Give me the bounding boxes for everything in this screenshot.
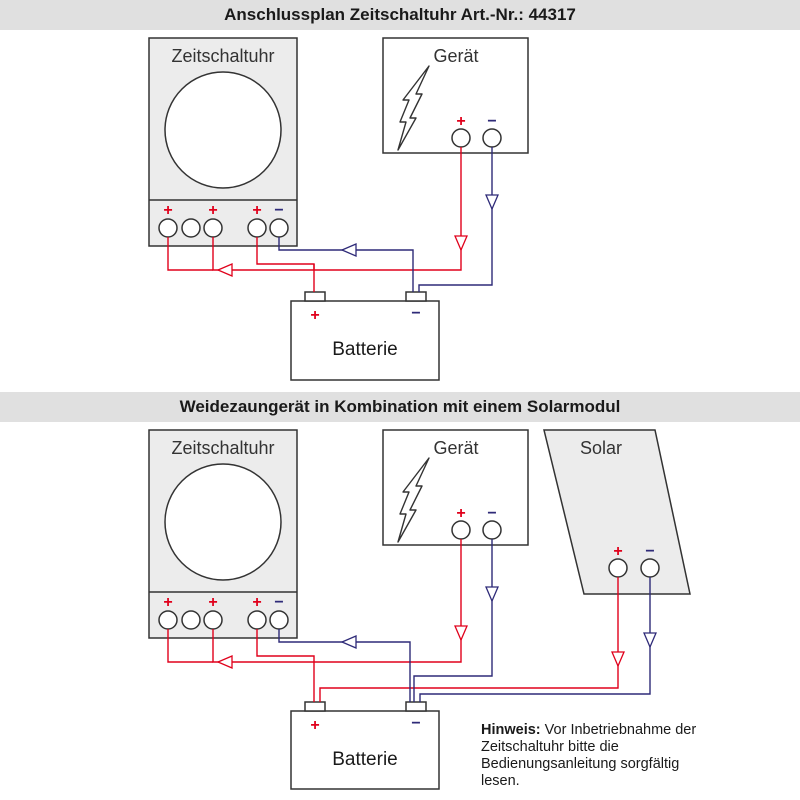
timer-terminal — [247, 218, 267, 238]
device-label: Gerät — [433, 46, 478, 66]
plus-sign: + — [208, 594, 217, 611]
diagram-1: Zeitschaltuhr + + + − Gerät + − + − Batt… — [148, 37, 529, 381]
timer-terminal — [269, 610, 289, 630]
timer-terminal — [203, 610, 223, 630]
timer-terminal — [158, 218, 178, 238]
device-terminal-plus — [451, 520, 471, 540]
timer-dial — [164, 463, 282, 581]
plus-sign: + — [456, 505, 465, 522]
plus-sign: + — [252, 594, 261, 611]
timer-terminal — [247, 610, 267, 630]
minus-sign: − — [274, 202, 283, 219]
battery-box — [290, 300, 440, 381]
timer-label: Zeitschaltuhr — [171, 438, 274, 458]
device-terminal-minus — [482, 520, 502, 540]
minus-sign: − — [274, 594, 283, 611]
plus-sign: + — [310, 307, 319, 324]
battery-label: Batterie — [332, 749, 397, 770]
solar-panel — [543, 429, 691, 595]
note-text: Hinweis: Vor Inbetriebnahme der Zeitscha… — [481, 722, 721, 790]
section-title-1: Anschlussplan Zeitschaltuhr Art.-Nr.: 44… — [0, 0, 800, 30]
solar-terminal-plus — [608, 558, 628, 578]
minus-sign: − — [411, 305, 420, 322]
positive-wires — [167, 147, 462, 292]
timer-terminal — [203, 218, 223, 238]
diagram-2: Zeitschaltuhr + + + − Gerät + − Solar + … — [148, 429, 691, 790]
note-body: Vor Inbetriebnahme der Zeitschaltuhr bit… — [481, 722, 697, 789]
device-terminal-plus — [451, 128, 471, 148]
minus-sign: − — [411, 715, 420, 732]
timer-terminal — [269, 218, 289, 238]
timer-terminal — [181, 610, 201, 630]
timer-terminal — [181, 218, 201, 238]
plus-sign: + — [163, 202, 172, 219]
plus-sign: + — [208, 202, 217, 219]
battery-label: Batterie — [332, 339, 397, 360]
timer-label: Zeitschaltuhr — [171, 46, 274, 66]
device-label: Gerät — [433, 438, 478, 458]
minus-sign: − — [645, 543, 654, 560]
minus-sign: − — [487, 505, 496, 522]
positive-wires — [167, 539, 619, 702]
note-heading: Hinweis: — [481, 722, 541, 738]
solar-label: Solar — [580, 438, 622, 458]
plus-sign: + — [613, 543, 622, 560]
plus-sign: + — [163, 594, 172, 611]
minus-sign: − — [487, 113, 496, 130]
plus-sign: + — [252, 202, 261, 219]
section-title-2: Weidezaungerät in Kombination mit einem … — [0, 392, 800, 422]
plus-sign: + — [310, 717, 319, 734]
solar-terminal-minus — [640, 558, 660, 578]
device-terminal-minus — [482, 128, 502, 148]
plus-sign: + — [456, 113, 465, 130]
battery-box — [290, 710, 440, 790]
timer-dial — [164, 71, 282, 189]
timer-terminal — [158, 610, 178, 630]
